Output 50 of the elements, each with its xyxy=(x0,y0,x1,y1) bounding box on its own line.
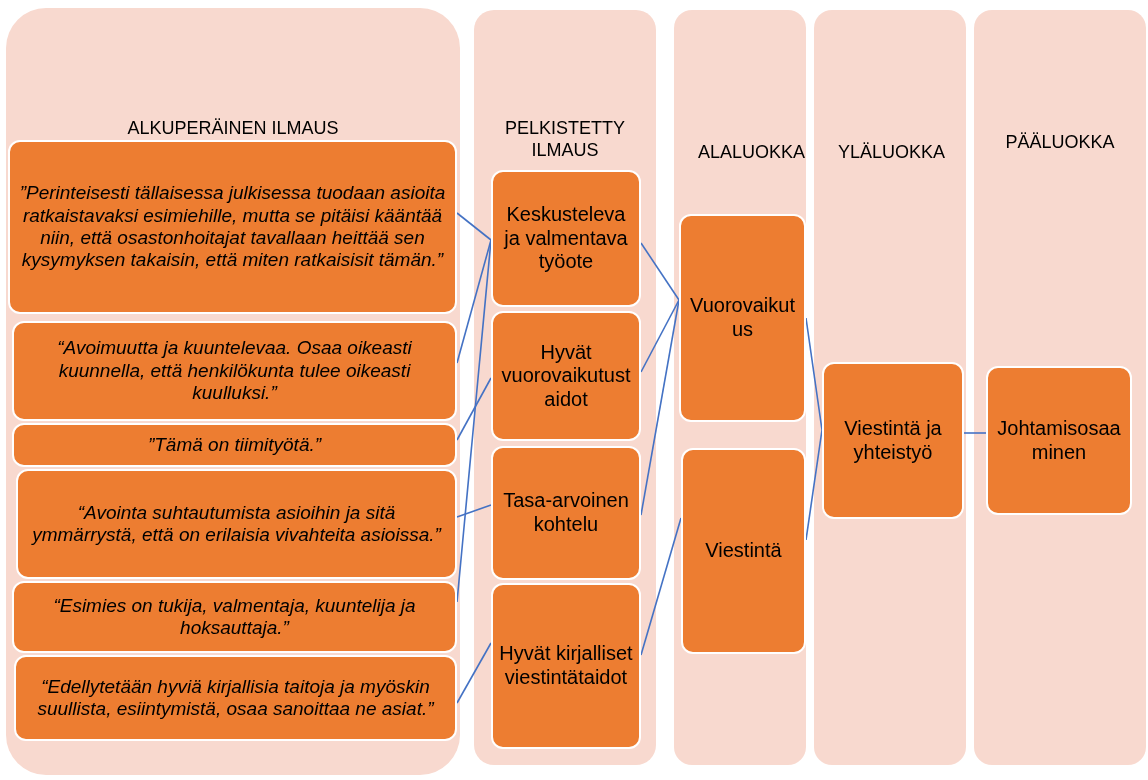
category-label: Vuorovaikutus xyxy=(689,294,796,342)
quote-box xyxy=(16,469,457,579)
column-heading: PÄÄLUOKKA xyxy=(1004,132,1116,154)
column-band xyxy=(674,10,806,765)
connector-line xyxy=(963,432,987,434)
category-label: Keskusteleva ja valmentava työote xyxy=(502,203,629,274)
quote-text: ”Tämä on tiimityötä.” xyxy=(147,433,322,457)
category-box xyxy=(491,170,641,307)
quote-text: “Esimies on tukija, valmentaja, kuuntelija ja hoksauttaja.” xyxy=(52,594,417,640)
column-band xyxy=(6,8,460,775)
category-label: Tasa-arvoinen kohtelu xyxy=(502,489,630,537)
column-band xyxy=(974,10,1146,765)
column-heading: ALKUPERÄINEN ILMAUS xyxy=(126,118,340,140)
category-label: Johtamisosaaminen xyxy=(996,416,1122,465)
connector-line xyxy=(640,242,680,301)
connector-line xyxy=(456,642,492,704)
connector-line xyxy=(640,517,682,656)
category-box xyxy=(986,366,1132,515)
quote-text: “Edellytetään hyviä kirjallisia taitoja ja myöskin suullista, esiintymistä, osaa sanoittaa ne asiat.” xyxy=(36,675,436,721)
connector-line xyxy=(456,239,492,364)
connector-line xyxy=(640,299,680,373)
quote-box xyxy=(12,321,457,421)
column-heading: ALALUOKKA xyxy=(697,142,806,164)
category-box xyxy=(822,362,964,519)
connector-line xyxy=(805,317,823,431)
connector-line xyxy=(456,212,492,241)
category-box xyxy=(491,311,641,441)
quote-box xyxy=(8,140,457,314)
quote-text: ”Perinteisesti tällaisessa julkisessa tuodaan asioita ratkaistavaksi esimiehille, mutta se pitäisi kääntää niin, että osastonhoitajat tavallaan heittää sen kysymyksen takaisin, että miten ratkaisisit tämän.” xyxy=(18,182,447,272)
column-band xyxy=(474,10,656,765)
category-label: Viestintä ja yhteistyö xyxy=(843,416,943,465)
connector-line xyxy=(640,299,680,516)
quote-box xyxy=(12,581,457,653)
connector-line xyxy=(456,504,492,518)
category-label: Hyvät vuorovaikutustaidot xyxy=(500,340,632,412)
category-box xyxy=(491,446,641,580)
quote-box xyxy=(12,423,457,467)
column-band xyxy=(814,10,966,765)
quote-text: “Avoimuutta ja kuuntelevaa. Osaa oikeasti kuunnella, että henkilökunta tulee oikeasti kuulluksi.” xyxy=(56,337,413,405)
category-box xyxy=(681,448,806,654)
connector-line xyxy=(805,429,823,541)
quote-text: “Avointa suhtautumista asioihin ja sitä ymmärrystä, että on erilaisia vivahteita asioissa.” xyxy=(30,501,443,547)
category-label: Viestintä xyxy=(705,539,782,563)
column-heading: PELKISTETTY ILMAUS xyxy=(503,118,626,162)
category-box xyxy=(679,214,806,422)
category-label: Hyvät kirjalliset viestintätaidot xyxy=(499,642,633,690)
quote-box xyxy=(14,655,457,741)
category-box xyxy=(491,583,641,749)
column-heading: YLÄLUOKKA xyxy=(837,142,947,164)
connector-line xyxy=(456,377,492,441)
